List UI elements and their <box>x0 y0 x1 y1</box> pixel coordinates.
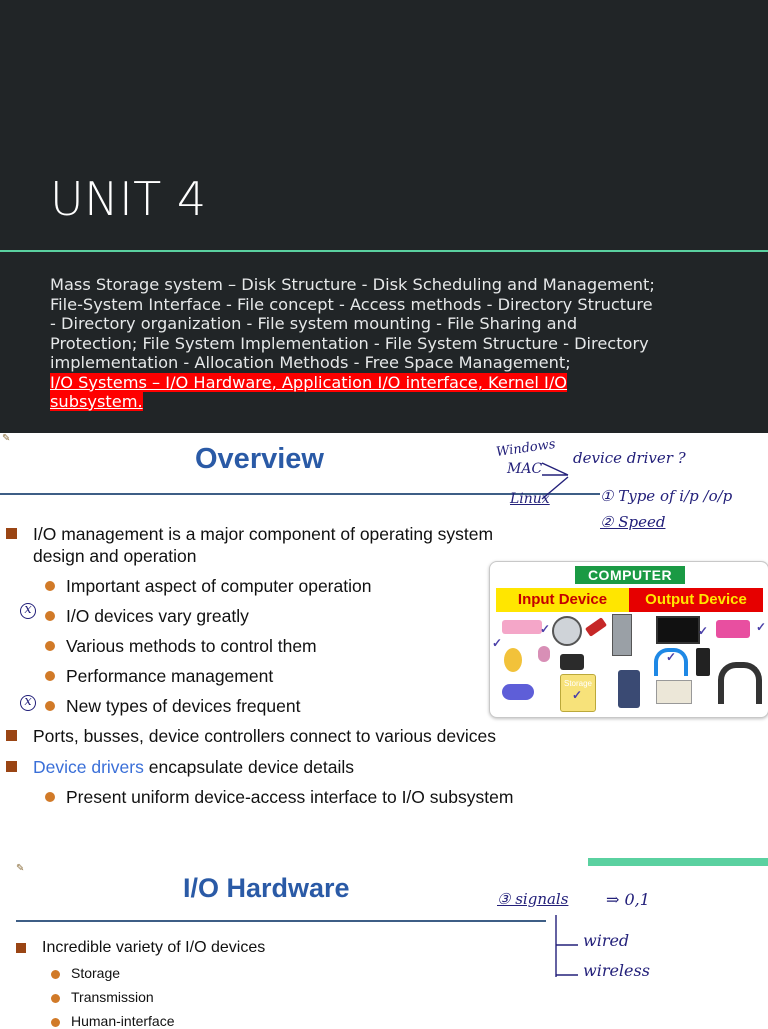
title-underline <box>0 493 600 495</box>
note-speed: ② Speed <box>600 513 666 531</box>
device-drivers-term: Device drivers <box>33 757 144 777</box>
sub-bullet-text: Storage <box>71 965 121 981</box>
sub-bullet-text: Transmission <box>71 989 154 1005</box>
title-underline <box>16 920 546 922</box>
unit-title: UNIT 4 <box>50 172 207 226</box>
bullet-text: Device drivers encapsulate device detail… <box>33 757 354 778</box>
unit-header: UNIT 4 Mass Storage system – Disk Struct… <box>0 0 768 433</box>
note-mac: MAC <box>507 461 543 477</box>
tablet-icon <box>618 670 640 708</box>
square-bullet-icon <box>6 730 17 741</box>
headset-icon <box>718 662 762 704</box>
dot-bullet-icon <box>51 1018 60 1027</box>
scanner-icon <box>656 680 692 704</box>
bullet-text: Ports, busses, device controllers connec… <box>33 726 496 746</box>
pencil-icon: ✎ <box>2 433 11 444</box>
bullet-text: I/O management is a major component of o… <box>33 524 494 544</box>
dot-bullet-icon <box>51 970 60 979</box>
note-type-io: ① Type of i/p /o/p <box>600 487 733 505</box>
storage-icon: Storage <box>560 674 596 712</box>
headphones-icon <box>654 648 688 676</box>
note-signals: ③ signals <box>497 890 569 908</box>
bullet-text: design and operation <box>33 546 197 566</box>
figure-heading: COMPUTER <box>575 566 685 584</box>
bullet-text: Incredible variety of I/O devices <box>42 939 266 956</box>
accent-bar <box>588 858 768 866</box>
monitor-icon <box>656 616 700 644</box>
cpu-tower-icon <box>612 614 632 656</box>
pencil-icon: ✎ <box>16 863 25 874</box>
dot-bullet-icon <box>45 611 55 621</box>
dot-bullet-icon <box>45 641 55 651</box>
dot-bullet-icon <box>45 671 55 681</box>
note-x-mark: x <box>20 695 36 711</box>
storage-label: Storage <box>563 679 593 688</box>
check-icon: ✓ <box>698 624 709 638</box>
dot-bullet-icon <box>51 994 60 1003</box>
sub-bullet-text: I/O devices vary greatly <box>66 606 249 626</box>
note-wireless: wireless <box>583 961 650 980</box>
check-icon: ✓ <box>572 688 583 702</box>
slide-overview: ✎ Overview Windows MAC Linux device driv… <box>0 433 768 843</box>
keyboard-icon <box>502 620 542 634</box>
syllabus-text: Mass Storage system – Disk Structure - D… <box>50 275 730 412</box>
bullet-text-rest: encapsulate device details <box>143 757 355 777</box>
printer-icon <box>716 620 750 638</box>
square-bullet-icon <box>16 943 26 953</box>
note-linux: Linux <box>510 491 550 507</box>
header-divider <box>0 250 768 252</box>
highlighted-syllabus-line: subsystem. <box>50 392 143 411</box>
camera-icon <box>560 654 584 670</box>
syllabus-line: Mass Storage system – Disk Structure - D… <box>50 275 655 294</box>
highlighted-syllabus-line: I/O Systems – I/O Hardware, Application … <box>50 372 568 392</box>
syllabus-line: Protection; File System Implementation -… <box>50 333 649 353</box>
sub-bullet-text: Present uniform device-access interface … <box>66 787 514 807</box>
mouse-icon <box>504 648 522 672</box>
dot-bullet-icon <box>45 792 55 802</box>
output-device-label: Output Device <box>629 588 763 612</box>
check-icon: ✓ <box>540 622 551 636</box>
sub-bullet-text: Various methods to control them <box>66 636 317 656</box>
check-icon: ✓ <box>756 620 767 634</box>
syllabus-line: File-System Interface - File concept - A… <box>50 294 653 314</box>
microphone-icon <box>538 646 550 662</box>
speaker-icon <box>696 648 710 676</box>
slide-title: I/O Hardware <box>183 873 350 903</box>
syllabus-line: - Directory organization - File system m… <box>50 314 578 333</box>
square-bullet-icon <box>6 761 17 772</box>
sub-bullet-text: New types of devices frequent <box>66 696 301 716</box>
input-device-label: Input Device <box>496 588 629 612</box>
check-icon: ✓ <box>492 636 503 650</box>
sub-bullet-text: Human-interface <box>71 1013 175 1029</box>
dot-bullet-icon <box>45 581 55 591</box>
square-bullet-icon <box>6 528 17 539</box>
sub-bullet-text: Performance management <box>66 666 274 686</box>
slide-io-hardware: ✎ I/O Hardware ③ signals ⇒ 0,1 wired wir… <box>0 843 768 1029</box>
note-x-mark: x <box>20 603 36 619</box>
syllabus-line: implementation - Allocation Methods - Fr… <box>50 353 571 372</box>
gamepad-icon <box>502 684 534 700</box>
note-wired: wired <box>583 931 630 950</box>
note-binary: ⇒ 0,1 <box>606 890 650 909</box>
branch-lines <box>555 915 578 977</box>
check-icon: ✓ <box>666 650 677 664</box>
computer-devices-figure: COMPUTER Input Device Output Device Stor… <box>489 561 768 718</box>
note-device-driver: device driver ? <box>573 449 686 467</box>
sub-bullet-text: Important aspect of computer operation <box>66 576 372 596</box>
slide-title: Overview <box>195 443 324 475</box>
bracket-lines <box>541 462 569 500</box>
webcam-icon <box>552 616 582 646</box>
usb-drive-icon <box>584 617 608 637</box>
dot-bullet-icon <box>45 701 55 711</box>
